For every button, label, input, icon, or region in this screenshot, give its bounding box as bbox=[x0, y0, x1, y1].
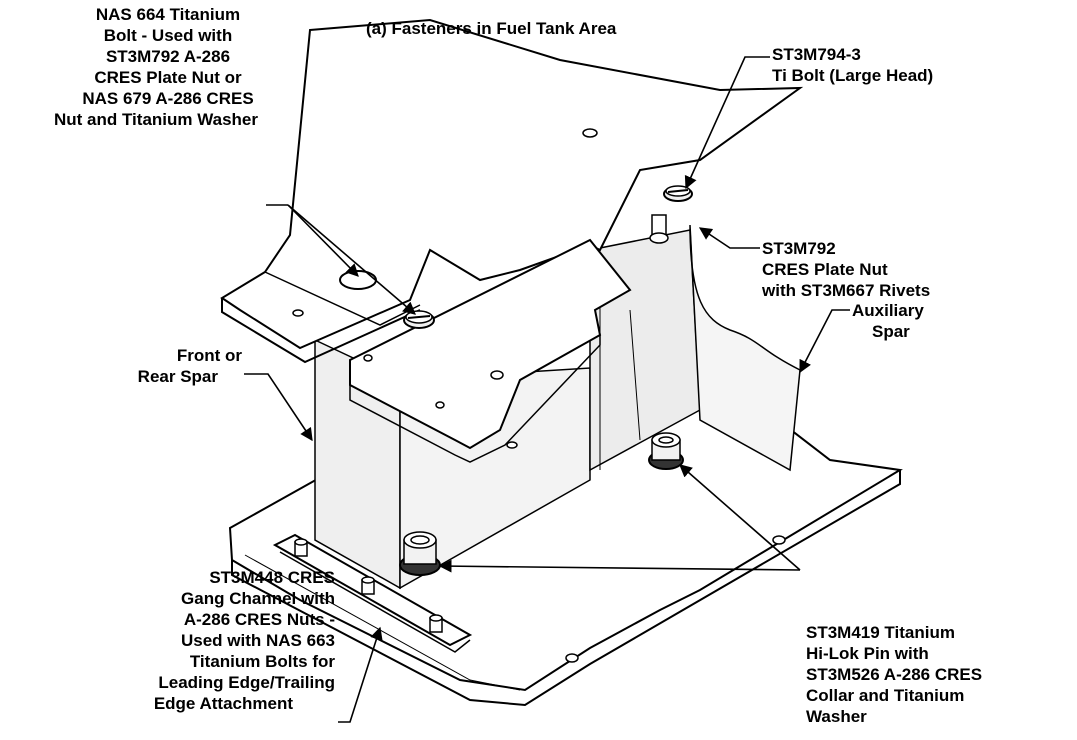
fastener-holes bbox=[292, 128, 786, 663]
center-cap-plate bbox=[349, 238, 632, 463]
callout-st3m419: ST3M419 Titanium Hi-Lok Pin with ST3M526… bbox=[806, 622, 982, 727]
figure-title: (a) Fasteners in Fuel Tank Area bbox=[366, 19, 617, 38]
callout-line: Nut and Titanium Washer bbox=[53, 110, 259, 129]
hi-lok-collars bbox=[399, 432, 684, 576]
leader-lines bbox=[244, 56, 850, 723]
callout-st3m794: ST3M794-3 Ti Bolt (Large Head) bbox=[772, 44, 933, 86]
callout-line: NAS 664 Titanium bbox=[95, 5, 241, 24]
bolt-heads bbox=[403, 185, 693, 329]
callout-line: A-286 CRES Nuts - bbox=[183, 610, 335, 629]
callout-line: ST3M448 CRES bbox=[209, 568, 335, 587]
callout-line: Gang Channel with bbox=[181, 589, 335, 608]
callout-line: Auxiliary bbox=[852, 301, 924, 320]
callout-line: ST3M792 A-286 bbox=[105, 47, 231, 66]
callout-st3m792: ST3M792 CRES Plate Nut with ST3M667 Rive… bbox=[762, 238, 930, 301]
callout-line: ST3M419 Titanium bbox=[806, 623, 955, 642]
callout-line: ST3M794-3 bbox=[772, 45, 861, 64]
callout-line: Ti Bolt (Large Head) bbox=[772, 66, 934, 85]
callout-line: Hi-Lok Pin with bbox=[806, 644, 929, 663]
callout-line: CRES Plate Nut bbox=[762, 260, 888, 279]
callout-line: Edge Attachment bbox=[153, 694, 293, 713]
callout-line: Titanium Bolts for bbox=[189, 652, 335, 671]
callout-line: Collar and Titanium bbox=[806, 686, 965, 705]
callout-st3m448: ST3M448 CRES Gang Channel with A-286 CRE… bbox=[40, 567, 335, 714]
callout-auxiliary-spar: Auxiliary Spar bbox=[852, 300, 924, 342]
callout-line: Washer bbox=[806, 707, 867, 726]
callout-line: NAS 679 A-286 CRES bbox=[82, 89, 254, 108]
callout-line: with ST3M667 Rivets bbox=[762, 281, 931, 300]
callout-line: Used with NAS 663 bbox=[181, 631, 335, 650]
callout-line: ST3M792 bbox=[762, 239, 836, 258]
callout-line: Rear Spar bbox=[137, 367, 218, 386]
callout-line: Leading Edge/Trailing bbox=[158, 673, 335, 692]
callout-line: CRES Plate Nut or bbox=[94, 68, 242, 87]
callout-line: Bolt - Used with bbox=[103, 26, 233, 45]
callout-front-spar: Front or Rear Spar bbox=[110, 345, 242, 387]
callout-line: ST3M526 A-286 CRES bbox=[806, 665, 983, 684]
callout-nas664: NAS 664 Titanium Bolt - Used with ST3M79… bbox=[48, 4, 288, 130]
callout-line: Front or bbox=[176, 346, 242, 365]
gang-channel bbox=[272, 533, 473, 653]
callout-line: Spar bbox=[872, 322, 910, 341]
